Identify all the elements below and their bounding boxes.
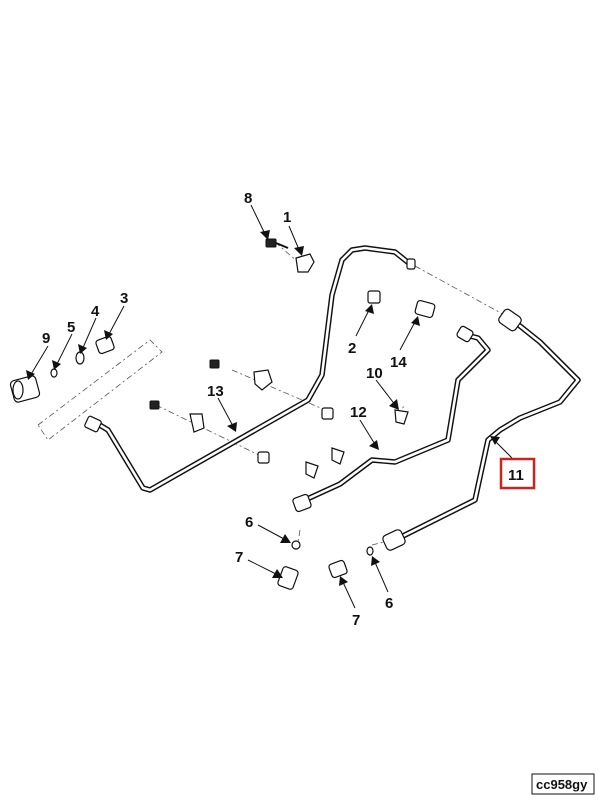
callout-6-right: 6 — [385, 595, 393, 612]
fitting-3 — [95, 335, 115, 355]
bolt-13b — [149, 400, 160, 410]
callout-10: 10 — [366, 365, 383, 382]
callout-5: 5 — [67, 319, 75, 336]
fuel-line-11 — [382, 308, 581, 551]
callout-11: 11 — [508, 467, 524, 484]
seal-5 — [50, 368, 58, 378]
callout-11-highlight-box — [499, 457, 536, 490]
bolt-13a — [209, 359, 220, 369]
callout-2: 2 — [348, 340, 356, 357]
seal-6a — [291, 540, 301, 550]
nut-9-face — [12, 380, 24, 400]
leader-lines — [26, 204, 513, 609]
clamp-13b — [189, 413, 205, 433]
fuel-line-12 — [292, 325, 491, 513]
grommet-2 — [367, 290, 381, 304]
grommet-13a — [321, 407, 334, 420]
callout-12: 12 — [350, 404, 367, 421]
callout-3: 3 — [120, 290, 128, 307]
seal-6b — [366, 546, 374, 556]
fuel-line-13 — [84, 245, 416, 493]
callout-9: 9 — [42, 330, 50, 347]
drawing-code: cc958gy — [536, 777, 588, 792]
phantom-lines — [37, 241, 511, 546]
callout-13: 13 — [207, 383, 224, 400]
callout-labels: 8 1 3 4 5 9 2 14 13 10 12 11 6 7 6 7 — [42, 190, 524, 629]
hardware-parts — [9, 238, 436, 590]
bolt-8 — [265, 238, 277, 248]
callout-8: 8 — [244, 190, 252, 207]
clip-12b — [305, 461, 319, 479]
fitting-14 — [414, 299, 436, 319]
drawing-code-box — [531, 773, 595, 795]
callout-7-left: 7 — [235, 549, 243, 566]
fitting-7b — [328, 559, 348, 579]
callout-7-right: 7 — [352, 612, 360, 629]
clamp-1 — [295, 253, 315, 273]
callout-4: 4 — [91, 303, 100, 320]
grommet-13b — [257, 451, 270, 464]
callout-6-left: 6 — [245, 514, 253, 531]
clip-10 — [394, 409, 409, 425]
clamp-13a — [253, 369, 273, 391]
callout-1: 1 — [283, 209, 291, 226]
callout-14: 14 — [390, 354, 407, 371]
clip-12a — [331, 447, 345, 465]
